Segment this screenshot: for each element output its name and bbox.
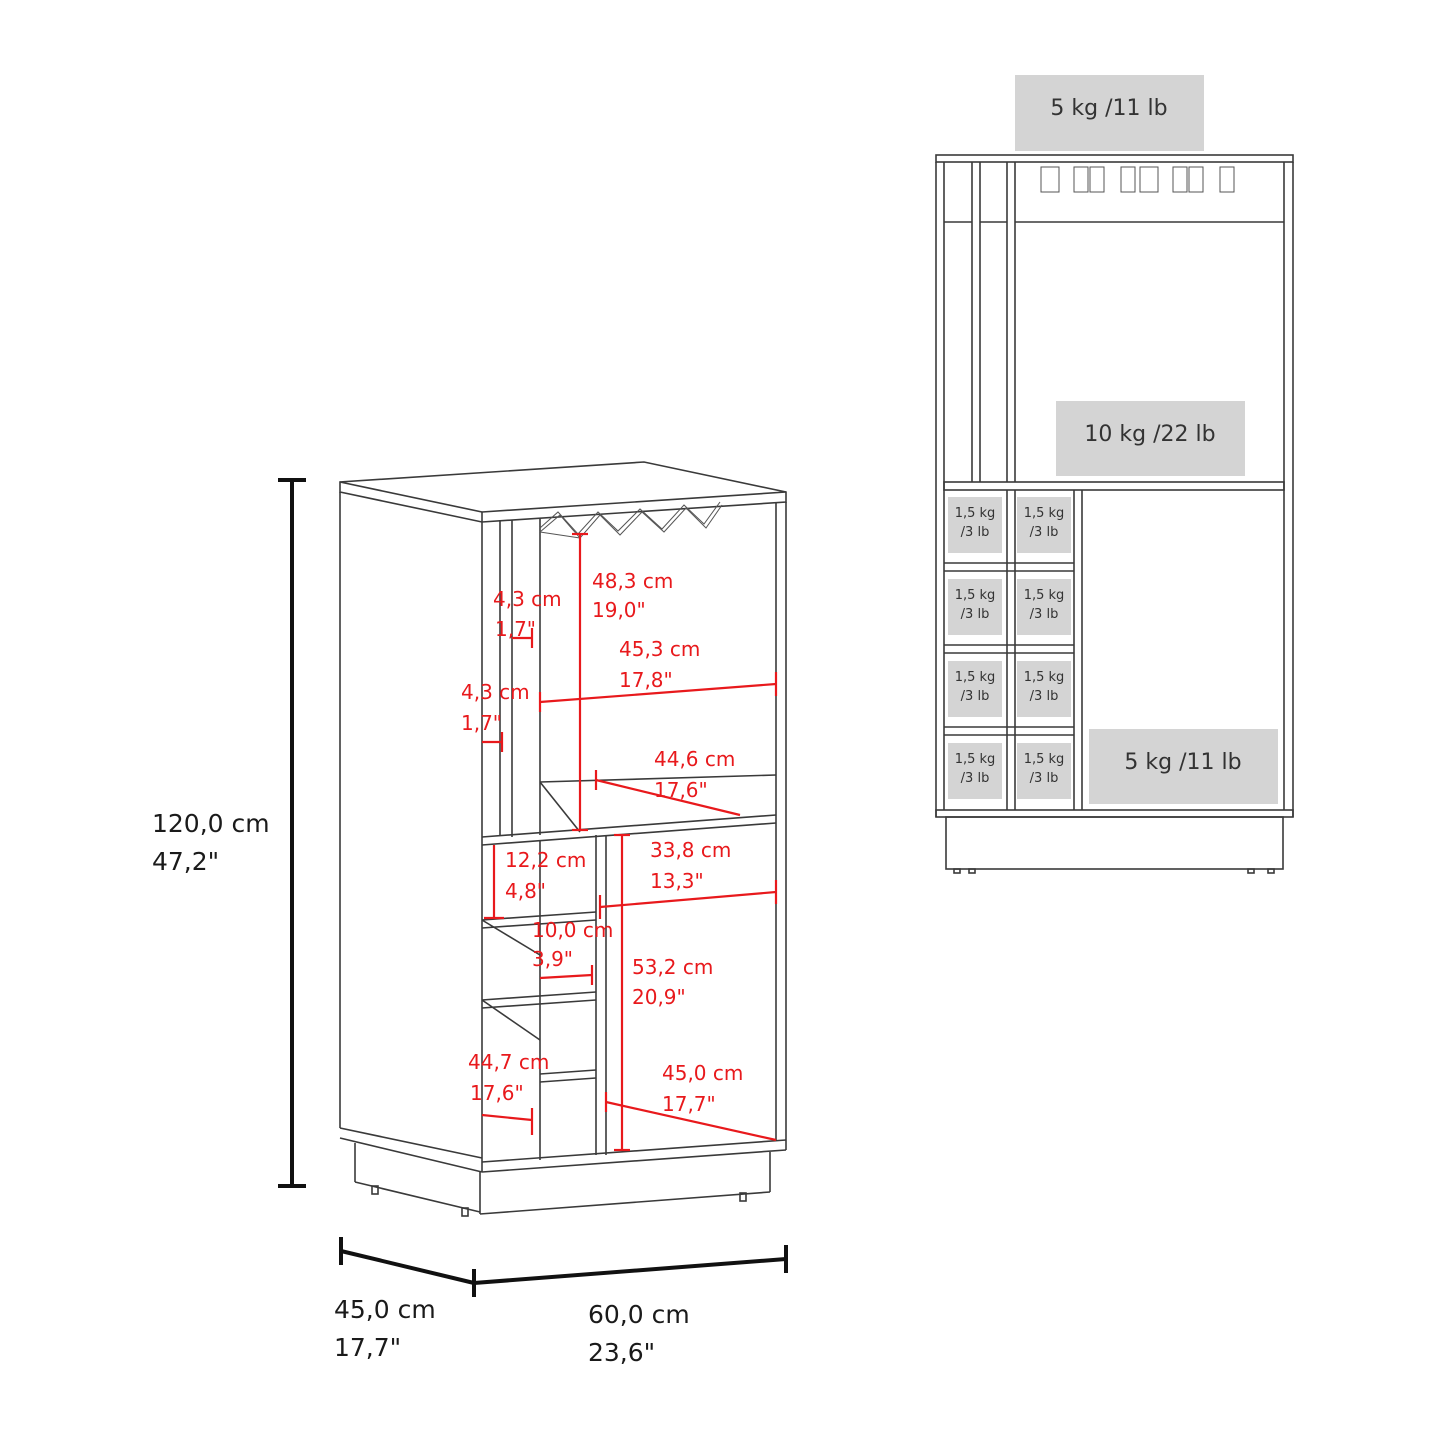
- interior-dim-8-cm: 10,0 cm: [532, 918, 613, 942]
- bottle-cell-label: 1,5 kg /3 lb: [948, 497, 1002, 553]
- svg-text:/3 lb: /3 lb: [1030, 689, 1059, 704]
- overall-height-cm: 120,0 cm: [152, 809, 270, 838]
- interior-dim-3-in: 17,8": [619, 668, 673, 692]
- overall-height-in: 47,2": [152, 847, 219, 876]
- front-glass-rack-icon: [1040, 166, 1235, 193]
- interior-dim-8-in: 3,9": [532, 947, 573, 971]
- svg-text:1,5 kg: 1,5 kg: [1024, 588, 1065, 603]
- interior-dim-6-cm: 12,2 cm: [505, 848, 586, 872]
- bottle-cell-label: 1,5 kg /3 lb: [1017, 497, 1071, 553]
- interior-measure-lines: [481, 532, 778, 1152]
- interior-dim-2-in: 1,7": [495, 617, 536, 641]
- interior-dim-9-cm: 53,2 cm: [632, 955, 713, 979]
- interior-dim-4-cm: 4,3 cm: [461, 680, 530, 704]
- bottle-cell-label: 1,5 kg /3 lb: [1017, 743, 1071, 799]
- load-label-upper-shelf: 10 kg /22 lb: [1056, 401, 1245, 476]
- load-label-top: 5 kg /11 lb: [1015, 75, 1204, 151]
- svg-text:1,5 kg: 1,5 kg: [1024, 506, 1065, 521]
- interior-dim-10-in: 17,6": [470, 1081, 524, 1105]
- glass-rack-icon: [539, 501, 723, 539]
- interior-dim-10-cm: 44,7 cm: [468, 1050, 549, 1074]
- interior-dim-11-cm: 45,0 cm: [662, 1061, 743, 1085]
- overall-dimension-lines: [278, 478, 788, 1297]
- svg-text:/3 lb: /3 lb: [1030, 607, 1059, 622]
- load-label-lower-right: 5 kg /11 lb: [1089, 729, 1278, 804]
- interior-dim-3-cm: 45,3 cm: [619, 637, 700, 661]
- interior-dim-7-in: 13,3": [650, 869, 704, 893]
- bottle-cell-label: 1,5 kg /3 lb: [1017, 579, 1071, 635]
- interior-dim-6-in: 4,8": [505, 879, 546, 903]
- overall-width-cm: 60,0 cm: [588, 1300, 690, 1329]
- interior-dim-5-cm: 44,6 cm: [654, 747, 735, 771]
- svg-text:5 kg /11 lb: 5 kg /11 lb: [1124, 750, 1241, 775]
- svg-text:1,5 kg: 1,5 kg: [955, 588, 996, 603]
- svg-text:1,5 kg: 1,5 kg: [955, 670, 996, 685]
- bottle-cell-load-labels: 1,5 kg /3 lb 1,5 kg /3 lb 1,5 kg /3 lb 1…: [948, 497, 1071, 799]
- svg-text:1,5 kg: 1,5 kg: [955, 752, 996, 767]
- overall-depth-in: 17,7": [334, 1333, 401, 1362]
- cabinet-perspective-drawing: [339, 461, 787, 1217]
- bottle-cell-label: 1,5 kg /3 lb: [948, 743, 1002, 799]
- svg-text:/3 lb: /3 lb: [1030, 525, 1059, 540]
- interior-dim-7-cm: 33,8 cm: [650, 838, 731, 862]
- svg-text:/3 lb: /3 lb: [961, 525, 990, 540]
- bottle-cell-label: 1,5 kg /3 lb: [1017, 661, 1071, 717]
- interior-dim-1-cm: 48,3 cm: [592, 569, 673, 593]
- svg-text:/3 lb: /3 lb: [961, 771, 990, 786]
- svg-text:1,5 kg: 1,5 kg: [955, 506, 996, 521]
- bottle-cell-label: 1,5 kg /3 lb: [948, 661, 1002, 717]
- interior-dim-5-in: 17,6": [654, 778, 708, 802]
- interior-dim-4-in: 1,7": [461, 711, 502, 735]
- interior-dim-1-in: 19,0": [592, 598, 646, 622]
- svg-text:10 kg /22 lb: 10 kg /22 lb: [1084, 422, 1215, 447]
- interior-dim-2-cm: 4,3 cm: [493, 587, 562, 611]
- bottle-cell-label: 1,5 kg /3 lb: [948, 579, 1002, 635]
- svg-text:5 kg /11 lb: 5 kg /11 lb: [1050, 96, 1167, 121]
- cabinet-front-elevation: [935, 154, 1294, 874]
- svg-text:/3 lb: /3 lb: [961, 689, 990, 704]
- overall-depth-cm: 45,0 cm: [334, 1295, 436, 1324]
- svg-text:/3 lb: /3 lb: [961, 607, 990, 622]
- svg-text:/3 lb: /3 lb: [1030, 771, 1059, 786]
- interior-dim-11-in: 17,7": [662, 1092, 716, 1116]
- svg-text:1,5 kg: 1,5 kg: [1024, 752, 1065, 767]
- overall-width-in: 23,6": [588, 1338, 655, 1367]
- interior-dim-9-in: 20,9": [632, 985, 686, 1009]
- svg-text:1,5 kg: 1,5 kg: [1024, 670, 1065, 685]
